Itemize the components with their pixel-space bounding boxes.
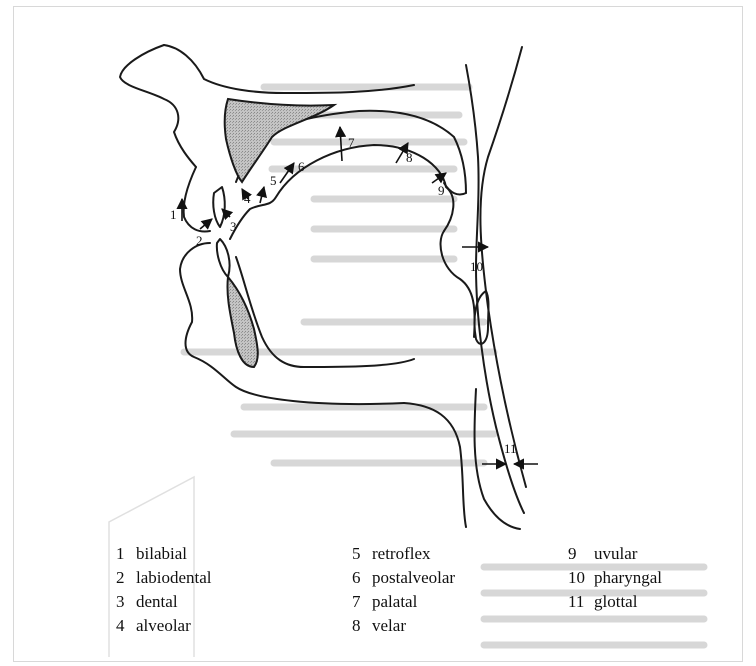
- legend-label: retroflex: [372, 543, 568, 565]
- region-number-4: 4: [244, 191, 251, 206]
- legend-label: uvular: [594, 543, 704, 565]
- legend-number: 4: [116, 615, 136, 637]
- legend-label: postalveolar: [372, 567, 568, 589]
- region-number-10: 10: [470, 259, 483, 274]
- region-number-7: 7: [348, 135, 355, 150]
- legend-label: labiodental: [136, 567, 352, 589]
- region-number-8: 8: [406, 150, 413, 165]
- region-number-11: 11: [504, 441, 517, 456]
- legend-label: palatal: [372, 591, 568, 613]
- region-number-3: 3: [230, 219, 237, 234]
- legend-number: 3: [116, 591, 136, 613]
- region-number-9: 9: [438, 183, 445, 198]
- spine-line: [480, 47, 526, 487]
- region-number-6: 6: [298, 159, 305, 174]
- legend-number: 10: [568, 567, 594, 589]
- arrow-7: [340, 127, 342, 161]
- legend-number: 5: [352, 543, 372, 565]
- legend-label: dental: [136, 591, 352, 613]
- legend-label: glottal: [594, 591, 704, 613]
- legend-number: 9: [568, 543, 594, 565]
- legend-label: velar: [372, 615, 568, 637]
- region-number-5: 5: [270, 173, 277, 188]
- arrow-5: [260, 187, 264, 203]
- lower-teeth: [217, 239, 230, 277]
- region-number-1: 1: [170, 207, 177, 222]
- legend-number: 1: [116, 543, 136, 565]
- upper-lip-outline: [184, 167, 210, 231]
- figure-frame: 1 2 3 4 5 6 7 8 9 10 11 1 bilabial 5 ret…: [13, 6, 743, 662]
- arrow-2: [200, 219, 212, 229]
- legend-number: 8: [352, 615, 372, 637]
- legend-label: pharyngal: [594, 567, 704, 589]
- legend-number: 11: [568, 591, 594, 613]
- legend-number: 6: [352, 567, 372, 589]
- region-number-2: 2: [196, 233, 203, 248]
- legend-number: 7: [352, 591, 372, 613]
- upper-teeth: [213, 187, 225, 227]
- legend-number: 2: [116, 567, 136, 589]
- nose-outline: [120, 45, 196, 167]
- legend-label: bilabial: [136, 543, 352, 565]
- legend: 1 bilabial 5 retroflex 9 uvular 2 labiod…: [116, 543, 704, 637]
- legend-label: alveolar: [136, 615, 352, 637]
